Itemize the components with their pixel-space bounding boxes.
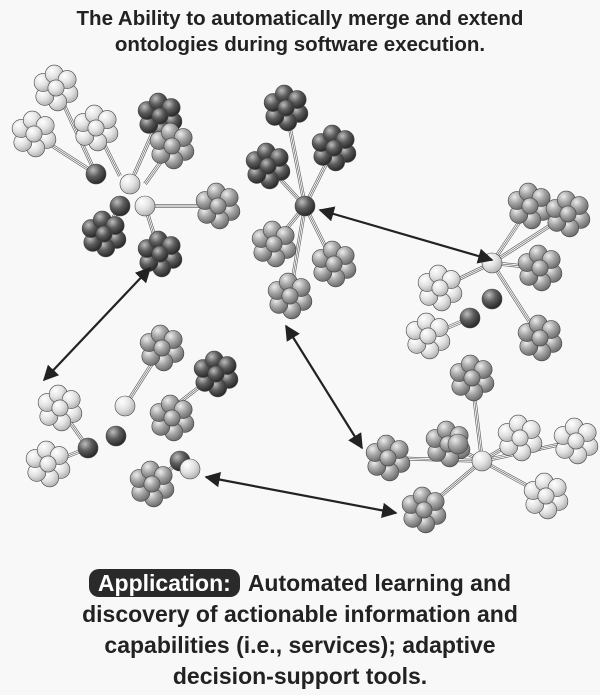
merge-arrow-bottom (204, 472, 398, 518)
network-node (259, 157, 277, 175)
merge-arrow-middle (285, 324, 363, 450)
merge-arrow-top (318, 206, 494, 264)
hub-node (114, 395, 136, 417)
hub-node (179, 458, 201, 480)
network-node (151, 245, 169, 263)
network-node (531, 329, 549, 347)
network-node (95, 225, 113, 243)
hub-node (471, 450, 493, 472)
network-node (281, 287, 299, 305)
ontology-network-diagram (11, 64, 599, 534)
network-node (325, 139, 343, 157)
hub-node (85, 163, 107, 185)
network-node (39, 455, 57, 473)
network-node (265, 235, 283, 253)
network-node (537, 487, 555, 505)
hub-node (459, 307, 481, 329)
title-line-1: The Ability to automatically merge and e… (76, 7, 524, 30)
network-node (25, 125, 43, 143)
caption-line-1: Automated learning and (247, 570, 512, 596)
network-node (151, 107, 169, 125)
network-node (163, 409, 181, 427)
caption-line-4: decision-support tools. (172, 663, 428, 689)
network-node (143, 475, 161, 493)
hub-node (481, 288, 503, 310)
network-node (47, 79, 65, 97)
network-node (51, 399, 69, 417)
network-node (87, 119, 105, 137)
network-node (379, 449, 397, 467)
network-node (521, 197, 539, 215)
caption-line-2: discovery of actionable information and (82, 601, 518, 627)
node-layer (11, 64, 599, 534)
merge-arrow-left (42, 266, 152, 382)
network-node (153, 339, 171, 357)
network-node (511, 429, 529, 447)
network-node (419, 327, 437, 345)
network-node (207, 365, 225, 383)
caption-line-3: capabilities (i.e., services); adaptive (104, 632, 496, 658)
application-caption: Application: Automated learning and disco… (0, 568, 600, 692)
network-node (209, 197, 227, 215)
hub-node (481, 252, 503, 274)
hub-node (77, 437, 99, 459)
network-node (531, 259, 549, 277)
hub-node (105, 425, 127, 447)
network-node (163, 137, 181, 155)
hub-node (109, 195, 131, 217)
network-node (431, 279, 449, 297)
network-node (325, 255, 343, 273)
network-node (415, 501, 433, 519)
network-node (567, 432, 585, 450)
merge-arrows (42, 206, 494, 518)
diagram-title: The Ability to automatically merge and e… (0, 6, 600, 58)
hub-node (134, 195, 156, 217)
network-node (463, 369, 481, 387)
application-tag: Application: (88, 569, 240, 597)
hub-node (447, 433, 469, 455)
network-node (559, 205, 577, 223)
title-line-2: ontologies during software execution. (114, 33, 486, 56)
hub-node (294, 195, 316, 217)
hub-node (119, 173, 141, 195)
network-node (277, 99, 295, 117)
